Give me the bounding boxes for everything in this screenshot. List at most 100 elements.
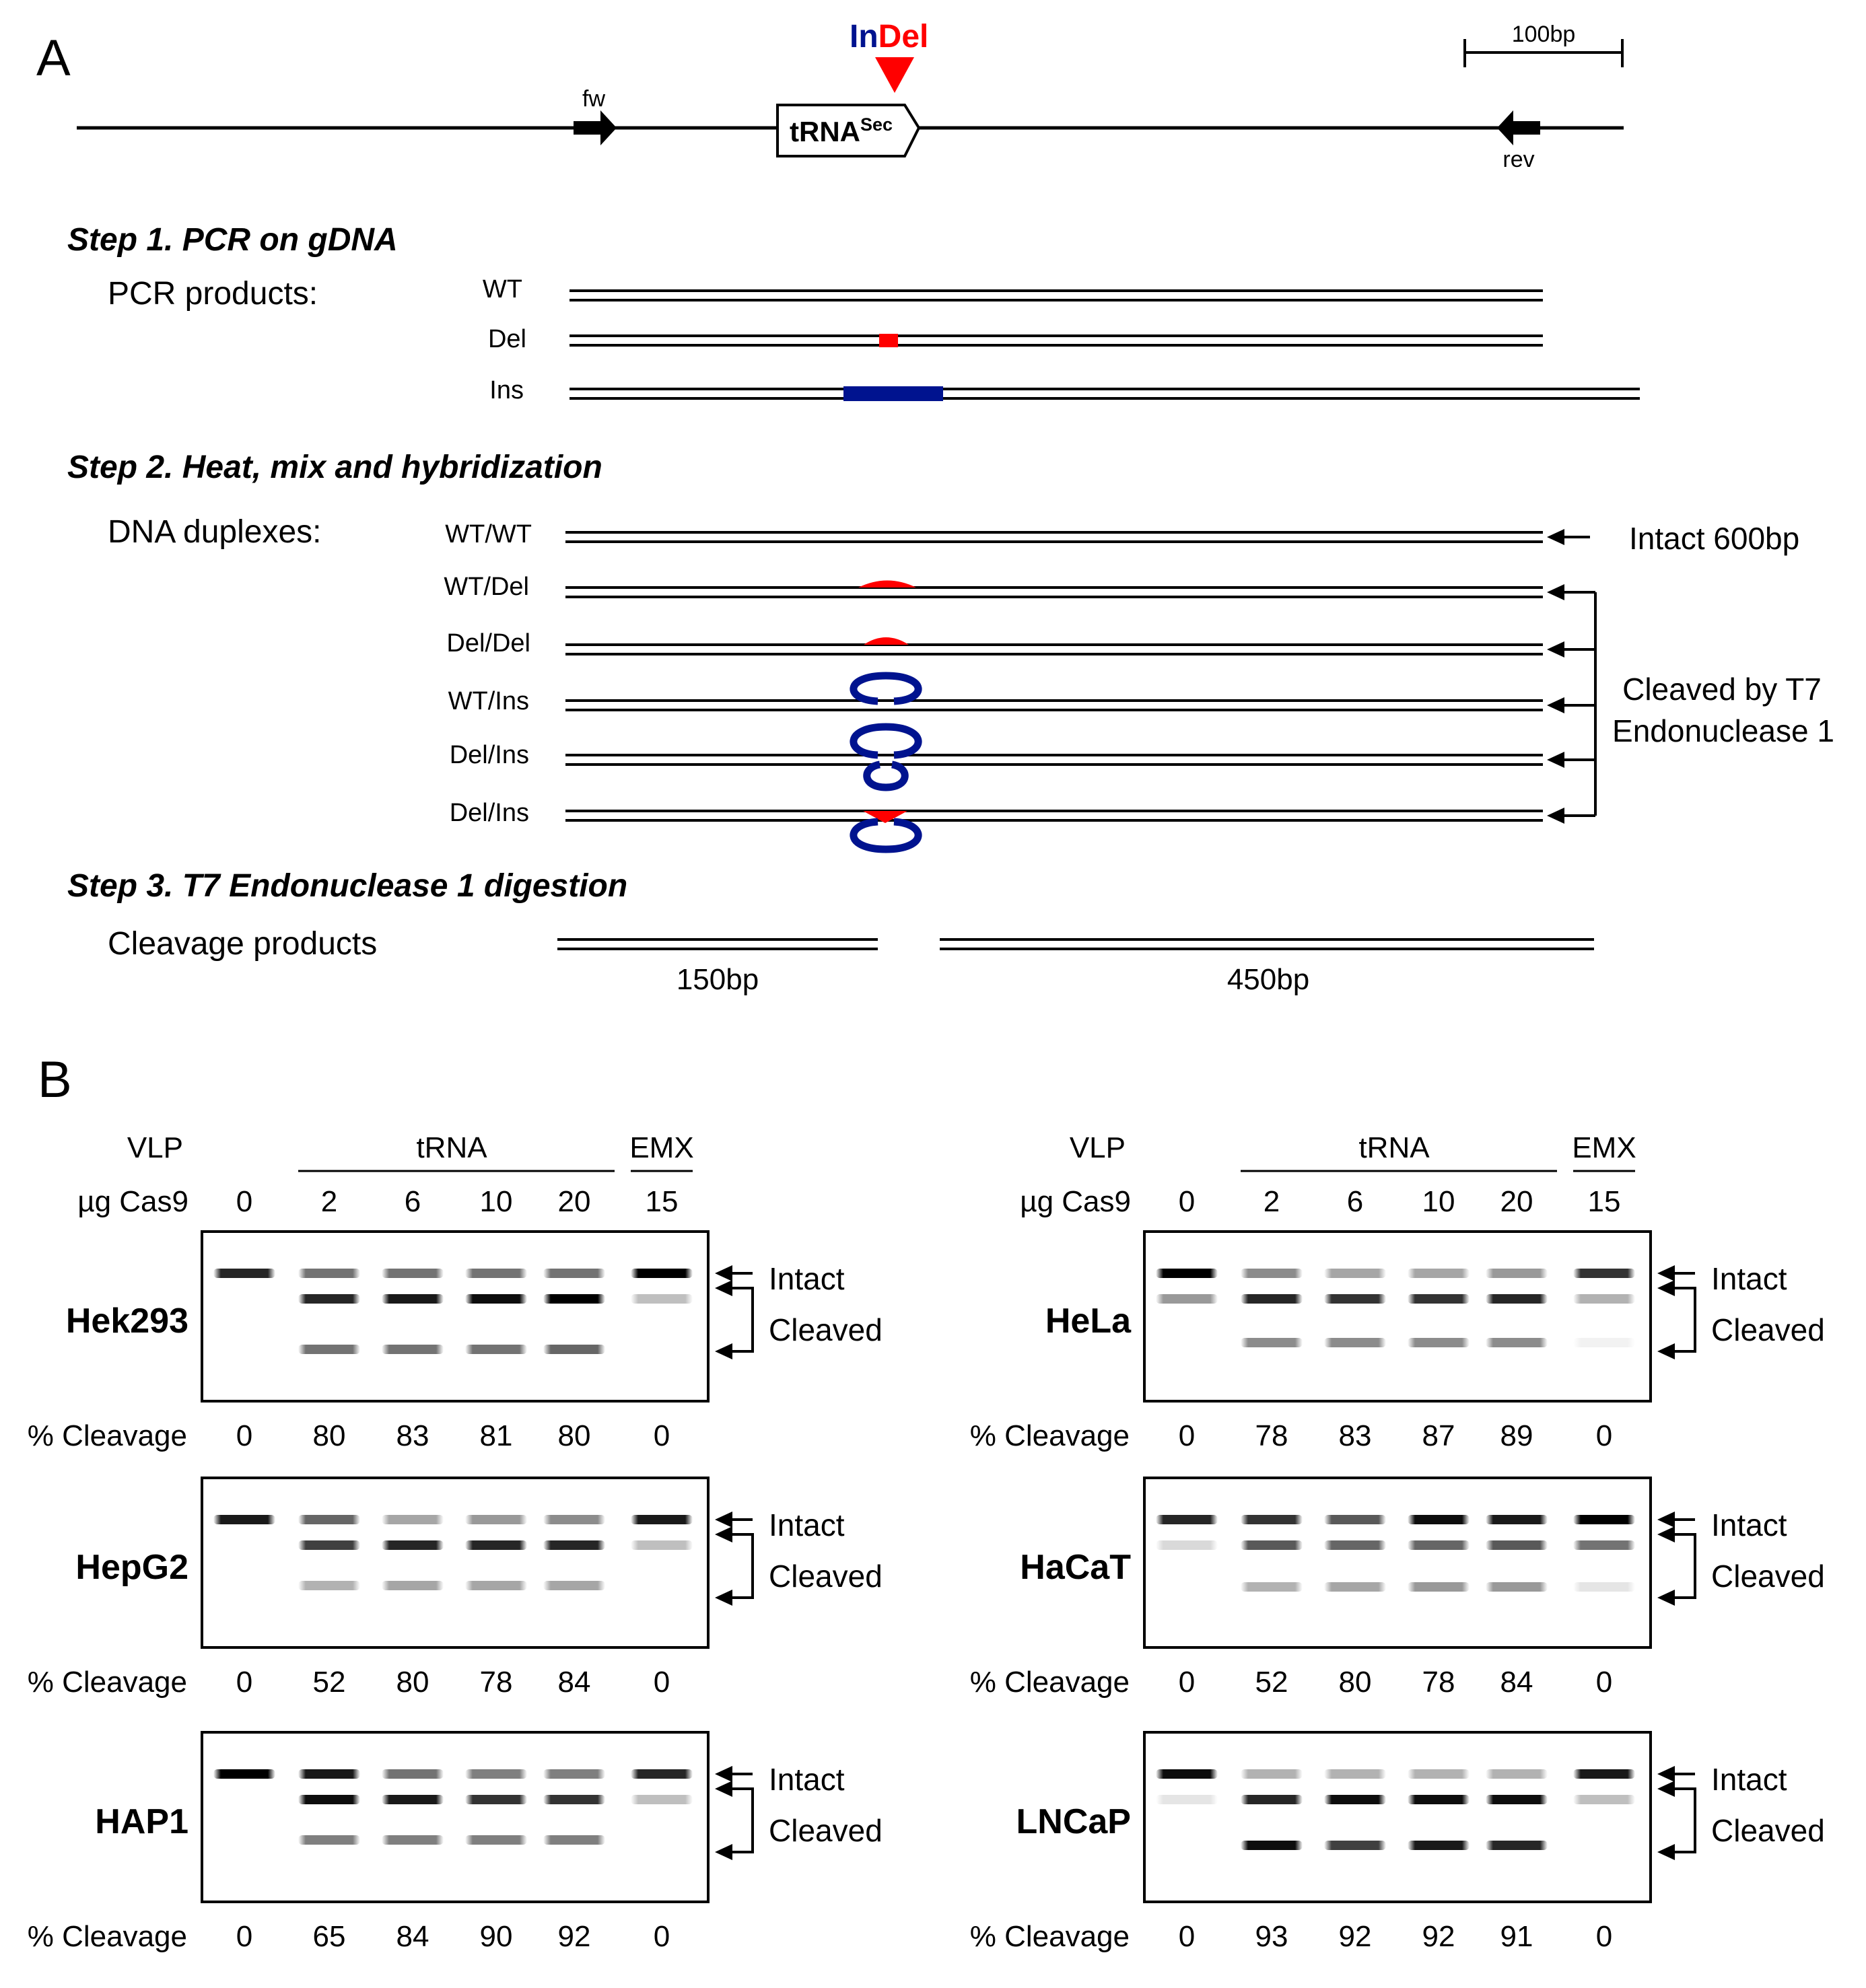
gel-band (298, 1540, 360, 1550)
intact-arrow-icon (1657, 1265, 1675, 1281)
dose-label: 20 (558, 1185, 591, 1218)
gel-band (382, 1581, 444, 1590)
gel-band (1573, 1294, 1635, 1304)
scale-bar: 100bp (1463, 22, 1624, 67)
gel-band (298, 1581, 360, 1590)
step1-ins-mark (843, 386, 943, 401)
cleavage-value: 84 (396, 1920, 429, 1953)
cleavage-value: 91 (1500, 1920, 1533, 1953)
intact-arrow-icon (1657, 1512, 1675, 1528)
cleaved-lower-arrow-icon (1657, 1590, 1675, 1606)
cleaved-bracket (1673, 1787, 1696, 1853)
step3-title: Step 3. T7 Endonuclease 1 digestion (67, 868, 627, 904)
cell-line-label: Hek293 (66, 1302, 188, 1341)
cleavage-value: 0 (1596, 1666, 1612, 1699)
gel-band (382, 1269, 444, 1278)
gel-band (298, 1769, 360, 1779)
cleavage-value: 0 (1179, 1920, 1195, 1953)
cleavage-value: 78 (1422, 1666, 1455, 1699)
cleavage-value: 89 (1500, 1419, 1533, 1452)
cleavage-value: 65 (313, 1920, 346, 1953)
intact-600bp-label: Intact 600bp (1629, 521, 1799, 556)
trna-label: tRNA (416, 1131, 487, 1164)
gel-band (543, 1345, 605, 1354)
gel-band (1486, 1582, 1548, 1592)
dose-label: 15 (646, 1185, 679, 1218)
gel-band (631, 1769, 693, 1779)
gel-band (1408, 1582, 1470, 1592)
step2-subtitle: DNA duplexes: (108, 514, 322, 550)
intact-label: Intact (1711, 1261, 1787, 1296)
gel-band (543, 1540, 605, 1550)
emx-label: EMX (1572, 1131, 1636, 1164)
gel-band (1408, 1769, 1470, 1779)
gel-band (213, 1515, 275, 1524)
cleaved-bracket (731, 1533, 754, 1599)
gel-band (1408, 1338, 1470, 1347)
cleavage-label: % Cleavage (970, 1666, 1130, 1699)
cleaved-lower-arrow-icon (715, 1844, 732, 1860)
cleavage-label: % Cleavage (28, 1419, 187, 1452)
intact-label: Intact (769, 1507, 845, 1542)
dose-label: 0 (236, 1185, 252, 1218)
intact-label: Intact (1711, 1762, 1787, 1797)
dose-label: 15 (1588, 1185, 1621, 1218)
gel-band (543, 1835, 605, 1845)
gel-band (543, 1795, 605, 1804)
cleavage-value: 0 (236, 1920, 252, 1953)
gel-band (1324, 1294, 1386, 1304)
cleavage-value: 84 (558, 1666, 591, 1699)
primer-fw-label: fw (582, 86, 605, 112)
step3-fragments (557, 938, 1594, 950)
insertion-loops (850, 672, 922, 853)
indel-del: Del (878, 19, 929, 55)
gel-band (1573, 1269, 1635, 1278)
primer-fw-arrow-icon (600, 110, 617, 145)
step2-row-wt-wt: WT/WT (445, 520, 532, 548)
step3-subtitle: Cleavage products (108, 926, 377, 962)
cas9-label: µg Cas9 (1020, 1185, 1131, 1218)
gel-band (1324, 1841, 1386, 1850)
gel-band (1486, 1841, 1548, 1850)
trna-label: tRNA (1358, 1131, 1430, 1164)
cleavage-value: 78 (480, 1666, 513, 1699)
gel-band (382, 1540, 444, 1550)
cell-line-label: HAP1 (95, 1802, 188, 1841)
cleaved-bracket (731, 1787, 754, 1853)
cleavage-value: 83 (1339, 1419, 1372, 1452)
gel-band (631, 1269, 693, 1278)
cleavage-value: 0 (236, 1666, 252, 1699)
gel-band (1241, 1841, 1303, 1850)
cleaved-label: Cleaved (1711, 1312, 1825, 1347)
dose-label: 6 (405, 1185, 421, 1218)
gel-band (298, 1795, 360, 1804)
step2-row-del-ins-2: Del/Ins (450, 799, 529, 827)
intact-label: Intact (769, 1261, 845, 1296)
gel-band (1486, 1338, 1548, 1347)
gel-image (201, 1731, 710, 1903)
gel-band (1486, 1540, 1548, 1550)
dose-label: 6 (1347, 1185, 1363, 1218)
cleavage-value: 80 (1339, 1666, 1372, 1699)
dose-label: 20 (1500, 1185, 1533, 1218)
gel-band (631, 1795, 693, 1804)
gel-band (631, 1540, 693, 1550)
cell-line-label: HepG2 (75, 1548, 188, 1587)
gel-band (1324, 1540, 1386, 1550)
fragment-150bp: 150bp (677, 963, 759, 996)
gel-band (382, 1345, 444, 1354)
gel-band (1156, 1540, 1218, 1550)
step1-title: Step 1. PCR on gDNA (67, 222, 398, 258)
del-ins-1-loop-top (850, 723, 922, 759)
cleaved-label: Cleaved (769, 1813, 883, 1848)
gel-band (1156, 1769, 1218, 1779)
dose-label: 10 (1422, 1185, 1455, 1218)
intact-arrow-icon (715, 1265, 732, 1281)
trna-gene-label: tRNASec (790, 114, 893, 147)
cleaved-lower-arrow-icon (715, 1343, 732, 1359)
